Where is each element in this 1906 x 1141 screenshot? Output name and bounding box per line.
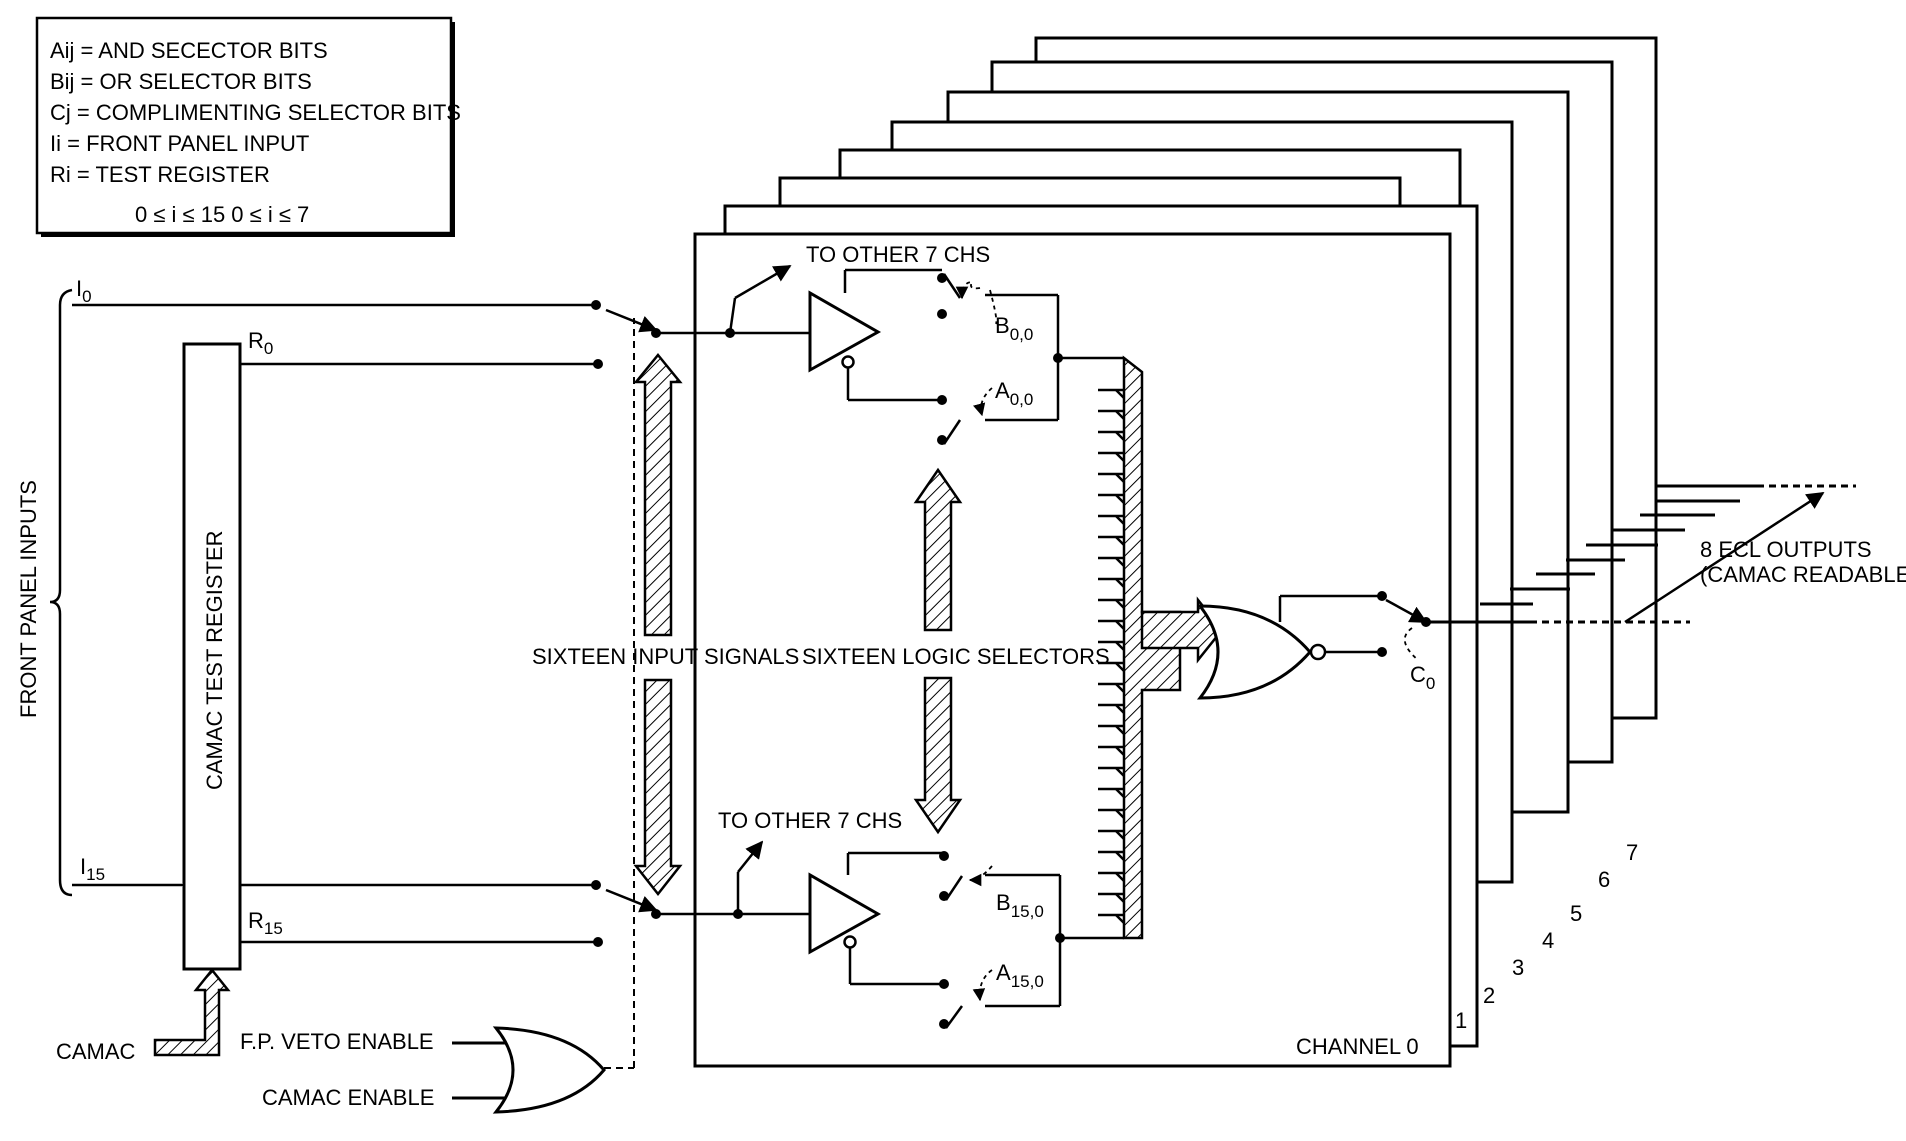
veto-or-gate — [492, 1026, 606, 1114]
channel-0-label: CHANNEL 0 — [1296, 1034, 1419, 1059]
selector-b00-label: B0,0 — [995, 313, 1033, 344]
bus-tick-slant — [1115, 914, 1125, 924]
bus-tick-slant — [1115, 683, 1125, 693]
legend-line-b: Bij = OR SELECTOR BITS — [50, 69, 312, 94]
legend: Aij = AND SECECTOR BITS Bij = OR SELECTO… — [35, 16, 461, 237]
camac-label: CAMAC — [56, 1039, 136, 1064]
channel-number-7: 7 — [1626, 840, 1638, 865]
complement-c0-label: C0 — [1410, 662, 1435, 693]
selector-a00-label: A0,0 — [995, 378, 1033, 409]
bus-tick-slant — [1115, 809, 1125, 819]
channel-number-1: 1 — [1455, 1008, 1467, 1033]
camac-test-register-label: CAMAC TEST REGISTER — [202, 530, 227, 790]
input-signals-arrow-down — [633, 678, 683, 897]
selector-a150-label: A15,0 — [996, 960, 1044, 991]
input-signals-arrow-up — [633, 353, 683, 637]
channel-number-3: 3 — [1512, 955, 1524, 980]
bus-tick-slant — [1115, 557, 1125, 567]
bus-tick-slant — [1115, 788, 1125, 798]
bus-tick-slant — [1115, 641, 1125, 651]
bus-tick-slant — [1115, 473, 1125, 483]
legend-line-a: Aij = AND SECECTOR BITS — [50, 38, 328, 63]
legend-line-r: Ri = TEST REGISTER — [50, 162, 270, 187]
logic-selectors-arrow-down — [913, 676, 963, 835]
bus-tick-slant — [1115, 620, 1125, 630]
bus-tick-slant — [1115, 431, 1125, 441]
to-other-chs-top-label: TO OTHER 7 CHS — [806, 242, 990, 267]
channel-number-5: 5 — [1570, 901, 1582, 926]
legend-range: 0 ≤ i ≤ 15 0 ≤ i ≤ 7 — [135, 202, 309, 227]
bus-tick-slant — [1115, 767, 1125, 777]
bus-tick-slant — [1115, 725, 1125, 735]
register-r15-label: R15 — [248, 908, 283, 938]
bus-tick-slant — [1115, 851, 1125, 861]
bus-tick-slant — [1115, 389, 1125, 399]
fp-veto-enable-label: F.P. VETO ENABLE — [240, 1029, 434, 1054]
legend-line-i: Ii = FRONT PANEL INPUT — [50, 131, 309, 156]
channel-number-4: 4 — [1542, 928, 1554, 953]
bus-tick-slant — [1115, 872, 1125, 882]
output-nor-gate — [1196, 604, 1312, 700]
bus-tick-slant — [1115, 452, 1125, 462]
input-switch-bottom — [605, 888, 658, 913]
front-panel-brace — [49, 288, 73, 897]
bus-tick-slant — [1115, 704, 1125, 714]
input-i0-label: I0 — [76, 276, 92, 306]
buffer-bottom — [808, 872, 882, 955]
front-panel-inputs-label: FRONT PANEL INPUTS — [16, 480, 41, 718]
camac-test-register — [182, 342, 242, 971]
logic-selectors-arrow-up — [913, 467, 963, 632]
input-switch-top — [605, 308, 658, 333]
sixteen-logic-selectors-label: SIXTEEN LOGIC SELECTORS — [802, 644, 1110, 669]
sixteen-input-signals-label: SIXTEEN INPUT SIGNALS — [532, 644, 799, 669]
bus-tick-slant — [1115, 599, 1125, 609]
register-r0-label: R0 — [248, 328, 273, 358]
bus-tick-slant — [1115, 515, 1125, 525]
channel-number-2: 2 — [1483, 983, 1495, 1008]
bus-tick-slant — [1115, 893, 1125, 903]
selector-b150-label: B15,0 — [996, 890, 1044, 921]
legend-line-c: Cj = COMPLIMENTING SELECTOR BITS — [50, 100, 461, 125]
ecl-outputs-label: 8 ECL OUTPUTS — [1700, 537, 1872, 562]
camac-input-arrow — [153, 967, 231, 1057]
bus-tick-slant — [1115, 746, 1125, 756]
bus-tick-slant — [1115, 662, 1125, 672]
ecl-outputs-sublabel: (CAMAC READABLE) — [1700, 562, 1906, 587]
bus-tick-slant — [1115, 494, 1125, 504]
bus-tick-slant — [1115, 830, 1125, 840]
ecl-output-lines — [1480, 484, 1856, 624]
bus-tick-slant — [1115, 410, 1125, 420]
bus-tick-slant — [1115, 578, 1125, 588]
to-other-chs-bottom-label: TO OTHER 7 CHS — [718, 808, 902, 833]
input-i15-label: I15 — [80, 854, 105, 884]
camac-enable-label: CAMAC ENABLE — [262, 1085, 434, 1110]
bus-tick-slant — [1115, 536, 1125, 546]
buffer-top — [808, 290, 882, 373]
channel-number-6: 6 — [1598, 867, 1610, 892]
